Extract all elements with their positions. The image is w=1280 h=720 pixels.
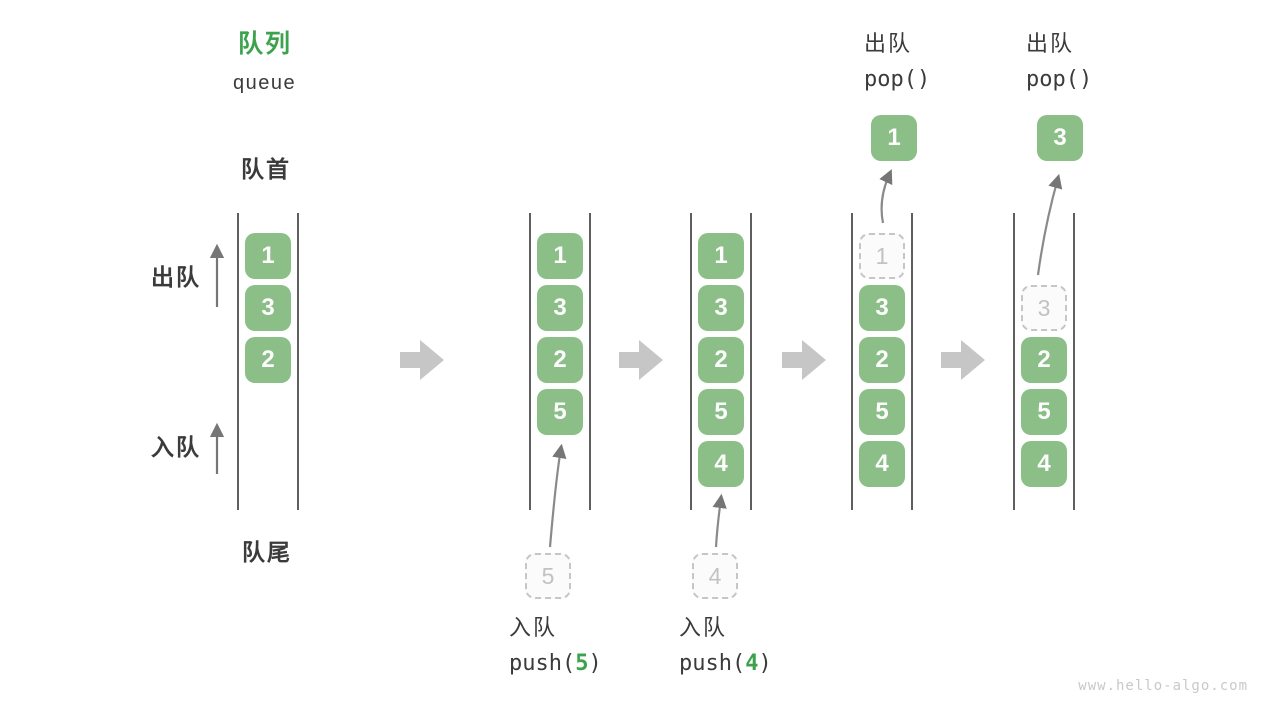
step-arrow-icon bbox=[782, 340, 826, 380]
dequeue-side-label: 出队 bbox=[151, 264, 201, 290]
queue-rails: 1 3 2 bbox=[237, 213, 299, 510]
queue-rails: 1 3 2 5 bbox=[529, 213, 591, 510]
enqueue-caption: 入队 push(5) bbox=[509, 617, 602, 675]
queue-item: 3 bbox=[698, 285, 744, 331]
dequeue-caption: 出队 pop() bbox=[1026, 33, 1092, 91]
queue-item: 5 bbox=[537, 389, 583, 435]
dequeue-caption: 出队 pop() bbox=[864, 33, 930, 91]
queue-item: 5 bbox=[698, 389, 744, 435]
dequeue-caption-label: 出队 bbox=[864, 31, 913, 56]
step-arrow-icon bbox=[941, 340, 985, 380]
queue-item: 2 bbox=[859, 337, 905, 383]
queue-item: 2 bbox=[245, 337, 291, 383]
push-code-label: push(4) bbox=[679, 651, 772, 676]
queue-item: 4 bbox=[859, 441, 905, 487]
dequeue-caption-label: 出队 bbox=[1026, 31, 1075, 56]
page-title: 队列 bbox=[238, 30, 293, 58]
incoming-ghost-item: 5 bbox=[525, 553, 571, 599]
queue-item: 3 bbox=[859, 285, 905, 331]
queue-item: 1 bbox=[698, 233, 744, 279]
pop-code-label: pop() bbox=[864, 67, 931, 92]
pop-code-label: pop() bbox=[1026, 67, 1093, 92]
queue-item: 1 bbox=[537, 233, 583, 279]
removed-ghost-item: 3 bbox=[1021, 285, 1067, 331]
popped-item: 3 bbox=[1037, 115, 1083, 161]
enqueue-caption-label: 入队 bbox=[509, 615, 558, 640]
queue-rear-label: 队尾 bbox=[242, 539, 292, 565]
step-arrow-icon bbox=[619, 340, 663, 380]
incoming-ghost-item: 4 bbox=[692, 553, 738, 599]
queue-item: 5 bbox=[859, 389, 905, 435]
enqueue-side-label: 入队 bbox=[151, 434, 201, 460]
queue-item: 4 bbox=[698, 441, 744, 487]
page-subtitle: queue bbox=[233, 72, 297, 94]
queue-rails: 3 2 5 4 bbox=[1013, 213, 1075, 510]
queue-front-label: 队首 bbox=[241, 156, 291, 182]
queue-rails: 1 3 2 5 4 bbox=[851, 213, 913, 510]
queue-item: 5 bbox=[1021, 389, 1067, 435]
watermark: www.hello-algo.com bbox=[1078, 678, 1248, 694]
queue-item: 3 bbox=[245, 285, 291, 331]
popped-item: 1 bbox=[871, 115, 917, 161]
queue-item: 3 bbox=[537, 285, 583, 331]
step-arrow-icon bbox=[400, 340, 444, 380]
queue-item: 4 bbox=[1021, 441, 1067, 487]
enqueue-caption-label: 入队 bbox=[679, 615, 728, 640]
queue-item: 2 bbox=[537, 337, 583, 383]
queue-item: 1 bbox=[245, 233, 291, 279]
queue-item: 2 bbox=[698, 337, 744, 383]
queue-item: 2 bbox=[1021, 337, 1067, 383]
queue-rails: 1 3 2 5 4 bbox=[690, 213, 752, 510]
push-code-label: push(5) bbox=[509, 651, 602, 676]
removed-ghost-item: 1 bbox=[859, 233, 905, 279]
enqueue-caption: 入队 push(4) bbox=[679, 617, 772, 675]
